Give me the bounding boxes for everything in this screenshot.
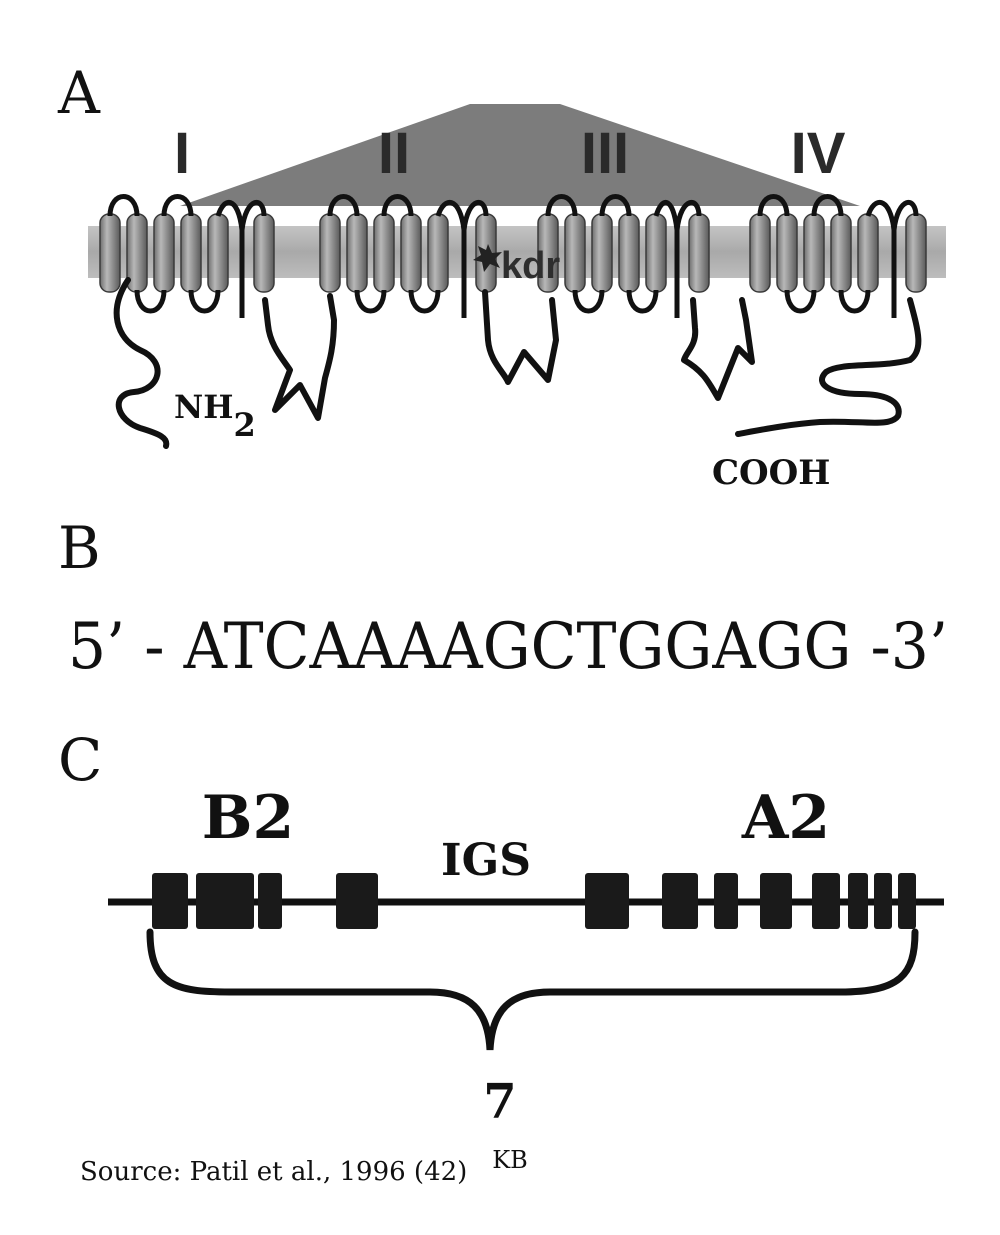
n-terminus-label: NH2: [174, 388, 256, 444]
tm-segment-d3-s4: [618, 213, 640, 293]
tm-loop-d3-1: [545, 194, 578, 217]
c-terminal-tail: [735, 297, 922, 437]
tm-segment-d1-s1: [99, 213, 121, 293]
panel-c-letter: C: [58, 726, 102, 794]
tm-segment-d4-s5: [857, 213, 879, 293]
a2-label: A2: [741, 783, 830, 853]
b2-label: B2: [202, 783, 294, 853]
tm-segment-d2-s1: [319, 213, 341, 293]
gene-block-6: [662, 873, 698, 929]
tm-loop-d1-2: [134, 289, 167, 314]
gene-block-9: [812, 873, 840, 929]
gene-block-1: [152, 873, 188, 929]
tm-loop-d2-4: [408, 289, 441, 314]
tm-segment-d1-s5: [207, 213, 229, 293]
pore-loop-d4: [865, 199, 919, 318]
n-terminal-tail: [113, 277, 170, 449]
tm-segment-d3-s5: [645, 213, 667, 293]
tm-segment-d2-s4: [400, 213, 422, 293]
linker-ii-iii: [482, 289, 559, 385]
gene-block-group: [152, 873, 916, 929]
domain-label-3: III: [581, 121, 629, 186]
tm-segment-d3-s2: [564, 213, 586, 293]
tm-segment-d2-s5: [427, 213, 449, 293]
gene-block-10: [848, 873, 868, 929]
intracellular-linkers: [113, 277, 922, 449]
tm-loop-d3-2: [572, 289, 605, 314]
panel-b-letter: B: [58, 514, 101, 582]
tm-loop-d2-1: [327, 194, 360, 217]
domain-label-2: II: [378, 121, 410, 186]
tm-loop-d4-1: [757, 194, 790, 217]
tm-loop-d1-1: [107, 194, 140, 217]
span-brace: [146, 928, 919, 1051]
linker-i-ii: [262, 293, 337, 421]
domain-label-1: I: [174, 121, 190, 186]
transmembrane-segments: [99, 194, 927, 318]
pore-loop-d3: [653, 199, 702, 318]
tm-segment-d1-s4: [180, 213, 202, 293]
panel-a: A I II III IV kdr NH2 COOH: [57, 59, 946, 493]
tm-loop-d2-3: [381, 194, 414, 217]
size-unit: KB: [492, 1146, 528, 1174]
panel-c: C B2 IGS A2 7 KB: [58, 726, 944, 1174]
dna-sequence: 5’ - ATCAAAAGCTGGAGG -3’: [68, 610, 948, 684]
tm-loop-d4-2: [784, 289, 817, 314]
igs-label: IGS: [441, 835, 531, 886]
tm-loop-d4-4: [838, 289, 871, 314]
size-value: 7: [483, 1074, 516, 1130]
tm-segment-d1-s3: [153, 213, 175, 293]
tm-segment-d3-s6: [688, 213, 710, 293]
kdr-star-icon: [473, 244, 502, 272]
tm-segment-d4-s1: [749, 213, 771, 293]
gene-block-4: [336, 873, 378, 929]
pore-region-shape: [180, 104, 860, 206]
tm-loop-d2-2: [354, 289, 387, 314]
tm-segment-d4-s4: [830, 213, 852, 293]
tm-loop-d4-3: [811, 194, 844, 217]
panel-a-letter: A: [57, 59, 101, 127]
n-terminus-subscript: 2: [233, 406, 255, 444]
tm-loop-d1-3: [161, 194, 194, 217]
tm-segment-d2-s2: [346, 213, 368, 293]
kdr-mutation-marker: kdr: [473, 244, 560, 287]
tm-loop-d3-4: [626, 289, 659, 314]
tm-segment-d4-s3: [803, 213, 825, 293]
pore-loop-d1: [215, 199, 267, 318]
tm-loop-d3-3: [599, 194, 632, 217]
panel-b: B 5’ - ATCAAAAGCTGGAGG -3’: [58, 514, 948, 684]
domain-label-4: IV: [791, 121, 846, 186]
gene-block-7: [714, 873, 738, 929]
tm-segment-d4-s6: [905, 213, 927, 293]
gene-block-5: [585, 873, 629, 929]
gene-block-8: [760, 873, 792, 929]
tm-segment-d4-s2: [776, 213, 798, 293]
gene-block-2: [196, 873, 254, 929]
gene-block-12: [898, 873, 916, 929]
kdr-label: kdr: [501, 245, 560, 287]
tm-loop-d1-4: [188, 289, 221, 314]
c-terminus-label: COOH: [712, 453, 830, 493]
gene-block-11: [874, 873, 892, 929]
tm-segment-d3-s3: [591, 213, 613, 293]
pore-loop-d2: [435, 199, 489, 318]
source-caption: Source: Patil et al., 1996 (42): [80, 1157, 467, 1187]
tm-segment-d1-s6: [253, 213, 275, 293]
linker-iii-iv: [681, 297, 755, 401]
membrane-band: [88, 226, 946, 278]
tm-segment-d2-s3: [373, 213, 395, 293]
gene-block-3: [258, 873, 282, 929]
